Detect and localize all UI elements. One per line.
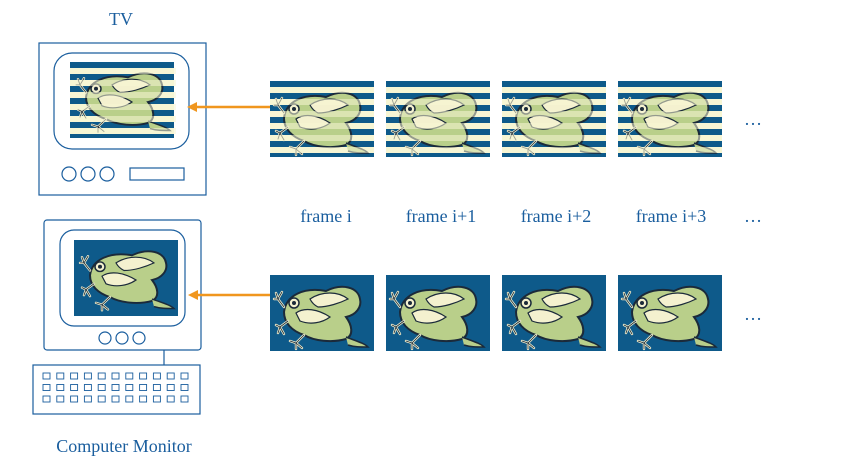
frame-labels: frame i frame i+1 frame i+2 frame i+3 … [300, 206, 762, 226]
keyboard-key [111, 395, 120, 403]
frame-label: frame i+2 [521, 206, 592, 226]
frog-frame-image [270, 275, 374, 351]
keyboard-key [139, 395, 148, 403]
tv-control-knobs [61, 166, 185, 182]
keyboard-icon [32, 364, 201, 415]
keyboard-key [83, 372, 92, 380]
arrow-left-icon-monitor [188, 290, 270, 300]
keyboard-key [56, 372, 65, 380]
keyboard-key [83, 384, 92, 391]
keyboard-key [166, 395, 175, 403]
keyboard-key [125, 384, 134, 391]
keyboard-key [139, 384, 148, 391]
keyboard-key [56, 395, 65, 403]
monitor-label: Computer Monitor [56, 436, 192, 456]
keyboard-key [42, 384, 51, 391]
keyboard-key [42, 395, 51, 403]
keyboard-key [139, 372, 148, 380]
frame-label: frame i+3 [636, 206, 707, 226]
frog-frame-image [618, 81, 722, 157]
keyboard-key [111, 384, 120, 391]
keyboard-key [83, 395, 92, 403]
frog-frame-image [270, 81, 374, 157]
keyboard-key [97, 384, 106, 391]
progressive-frames-row: … [270, 275, 762, 351]
monitor-screen-progressive-frame [74, 240, 178, 316]
keyboard-key [70, 395, 79, 403]
frog-frame-image [386, 275, 490, 351]
ellipsis-frame-labels: … [744, 206, 762, 226]
keyboard-key [70, 372, 79, 380]
keyboard-key [152, 384, 161, 391]
keyboard-key [42, 372, 51, 380]
ellipsis-interlaced: … [744, 109, 762, 129]
frog-frame-image [502, 81, 606, 157]
tv-screen-interlaced-frame [70, 62, 176, 138]
ellipsis-progressive: … [744, 304, 762, 324]
tv-label: TV [109, 9, 133, 29]
interlaced-frames-row: … [270, 81, 762, 157]
frame-label: frame i [300, 206, 351, 226]
tv-label-group: TV [109, 9, 133, 29]
keyboard-key [166, 372, 175, 380]
frame-label: frame i+1 [406, 206, 477, 226]
monitor-buttons [98, 331, 146, 345]
keyboard-key [56, 384, 65, 391]
keyboard-key [152, 395, 161, 403]
keyboard-key [180, 384, 189, 391]
frog-frame-image [386, 81, 490, 157]
keyboard-key [111, 372, 120, 380]
frog-frame-image [502, 275, 606, 351]
keyboard-key [97, 395, 106, 403]
keyboard-key [152, 372, 161, 380]
tv-icon [38, 42, 207, 196]
keyboard-key [97, 372, 106, 380]
computer-monitor-icon [43, 219, 202, 365]
keyboard-key [180, 395, 189, 403]
arrow-left-icon-tv [187, 102, 270, 112]
keyboard-key [180, 372, 189, 380]
keyboard-key [125, 372, 134, 380]
keyboard-key [70, 384, 79, 391]
frog-frame-image [618, 275, 722, 351]
keyboard-key [125, 395, 134, 403]
keyboard-key [166, 384, 175, 391]
